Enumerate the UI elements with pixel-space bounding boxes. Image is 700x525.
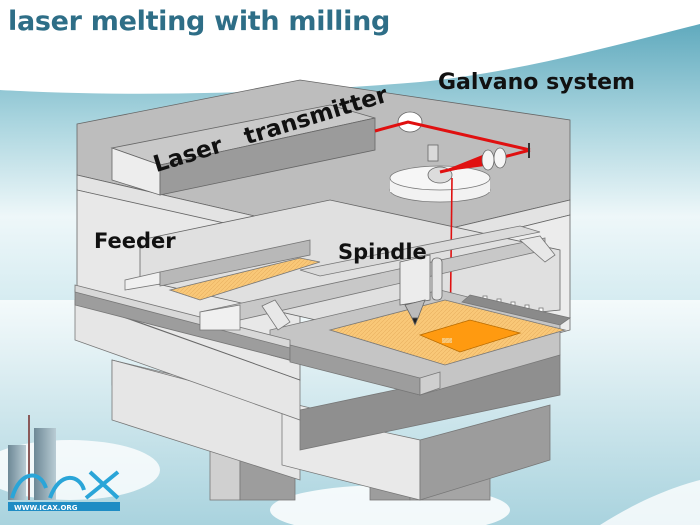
label-spindle: Spindle bbox=[338, 240, 427, 264]
gantry bbox=[199, 225, 556, 331]
label-feeder: Feeder bbox=[94, 229, 176, 253]
label-galvano-system: Galvano system bbox=[438, 70, 635, 95]
galvano-assembly bbox=[389, 111, 491, 203]
galvano-mirrors bbox=[481, 143, 530, 171]
machine-base bbox=[74, 299, 561, 501]
slide-title: laser melting with milling bbox=[8, 6, 391, 37]
front-rail bbox=[289, 344, 441, 396]
logo-url: WWW.ICAX.ORG bbox=[14, 504, 78, 512]
icax-logo: WWW.ICAX.ORG bbox=[8, 415, 120, 512]
spindle-head bbox=[399, 254, 443, 327]
